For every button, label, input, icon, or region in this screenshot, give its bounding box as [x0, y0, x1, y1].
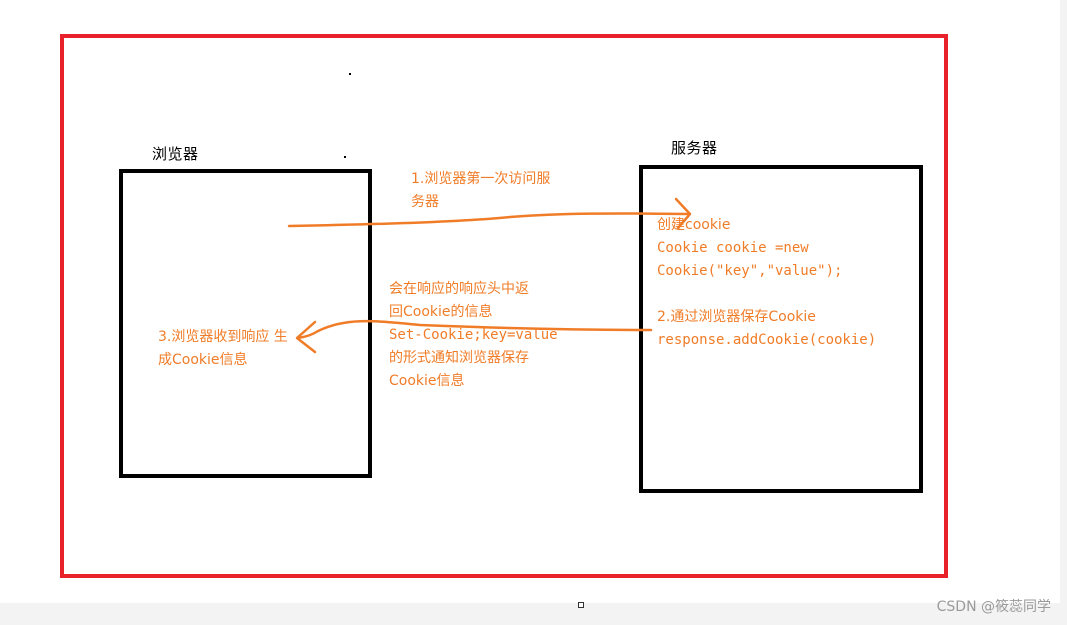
- browser-note-line: 成Cookie信息: [158, 352, 248, 368]
- watermark: CSDN @筱蕊同学: [936, 599, 1051, 615]
- canvas-resize-handle[interactable]: [578, 602, 584, 608]
- response-note-line: 的形式通知浏览器保存: [389, 350, 529, 366]
- stray-dot: [344, 156, 346, 158]
- server-note-line: 2.通过浏览器保存Cookie: [657, 309, 816, 325]
- browser-note: 3.浏览器收到响应 生 成Cookie信息: [158, 326, 288, 372]
- request-note-line: 1.浏览器第一次访问服: [411, 171, 551, 187]
- server-note: 创建cookie Cookie cookie =new Cookie("key"…: [657, 214, 876, 352]
- server-title: 服务器: [671, 139, 718, 157]
- stray-dot: [349, 73, 351, 75]
- canvas-bottom-margin: [0, 603, 1067, 625]
- server-note-line: [657, 283, 876, 306]
- server-note-line: Cookie("key","value");: [657, 263, 843, 279]
- server-note-line: Cookie cookie =new: [657, 240, 809, 256]
- server-note-line: 创建cookie: [657, 217, 731, 233]
- response-note: 会在响应的响应头中返 回Cookie的信息 Set-Cookie;key=val…: [389, 278, 558, 393]
- canvas-right-margin: [1060, 0, 1067, 603]
- response-note-line: 会在响应的响应头中返: [389, 281, 529, 297]
- request-note-line: 务器: [411, 194, 439, 210]
- outer-red-frame: [60, 34, 948, 578]
- canvas: [0, 0, 1067, 603]
- browser-note-line: 3.浏览器收到响应 生: [158, 329, 288, 345]
- browser-title: 浏览器: [152, 145, 199, 163]
- response-note-line: Cookie信息: [389, 373, 465, 389]
- browser-box: [119, 169, 372, 478]
- response-note-line: Set-Cookie;key=value: [389, 327, 558, 343]
- request-note: 1.浏览器第一次访问服 务器: [411, 168, 550, 214]
- response-note-line: 回Cookie的信息: [389, 304, 493, 320]
- server-note-line: response.addCookie(cookie): [657, 332, 877, 348]
